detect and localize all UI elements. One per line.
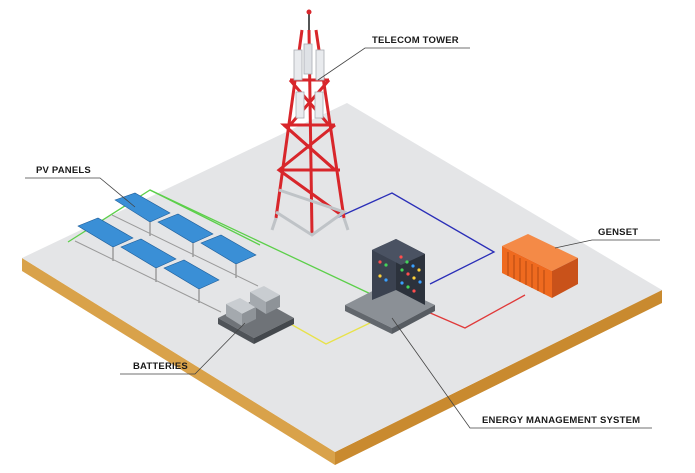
genset-wire xyxy=(427,294,526,329)
battery-unit-side xyxy=(242,307,256,326)
battery-base-side xyxy=(218,318,254,344)
genset-side xyxy=(552,258,578,298)
telecom-tower xyxy=(270,9,350,237)
leader-ems xyxy=(391,317,652,429)
ems-base-front xyxy=(345,305,392,334)
platform-side-left xyxy=(22,258,335,465)
ems-base-right xyxy=(392,305,435,334)
label-genset: GENSET xyxy=(598,227,639,238)
battery-unit-side xyxy=(266,295,280,314)
leader-lines xyxy=(25,47,660,429)
battery-wire xyxy=(279,317,373,345)
pv-panel-row-front xyxy=(74,217,222,313)
pv-panel xyxy=(200,234,257,265)
ground-platform xyxy=(22,103,662,465)
pv-panel xyxy=(120,238,177,269)
leader-genset xyxy=(554,239,660,249)
battery-unit xyxy=(226,298,256,314)
label-pv-panels: PV PANELS xyxy=(36,165,91,176)
label-telecom-tower: TELECOM TOWER xyxy=(372,35,459,46)
pv-panel-row-back xyxy=(111,192,259,287)
leader-telecom-tower xyxy=(317,47,470,81)
pv-panel xyxy=(163,259,220,290)
pv-panel xyxy=(157,213,214,244)
tower-antennas xyxy=(293,43,325,119)
battery-unit-front xyxy=(250,292,266,314)
label-batteries: BATTERIES xyxy=(133,361,188,372)
pv-panel-array xyxy=(74,192,259,313)
pv-panel xyxy=(77,217,134,248)
platform-top xyxy=(22,103,662,452)
battery-unit-front xyxy=(226,304,242,326)
battery-bank xyxy=(218,286,294,344)
ems-cabinet-top xyxy=(372,239,425,265)
leader-pv-panels xyxy=(25,177,136,208)
genset-top xyxy=(502,234,578,271)
pv-wire-2 xyxy=(149,189,261,246)
battery-base-side-right xyxy=(254,318,294,344)
leader-batteries xyxy=(120,322,246,375)
battery-unit xyxy=(250,286,280,302)
energy-management-system xyxy=(345,239,435,334)
ems-indicator-leds xyxy=(378,255,422,293)
pv-panel xyxy=(114,192,171,223)
genset-unit xyxy=(502,234,578,298)
platform-side-right xyxy=(335,290,662,465)
ems-base xyxy=(345,283,435,328)
tower-wire xyxy=(331,192,496,285)
label-energy-management-system: ENERGY MANAGEMENT SYSTEM xyxy=(482,415,641,426)
